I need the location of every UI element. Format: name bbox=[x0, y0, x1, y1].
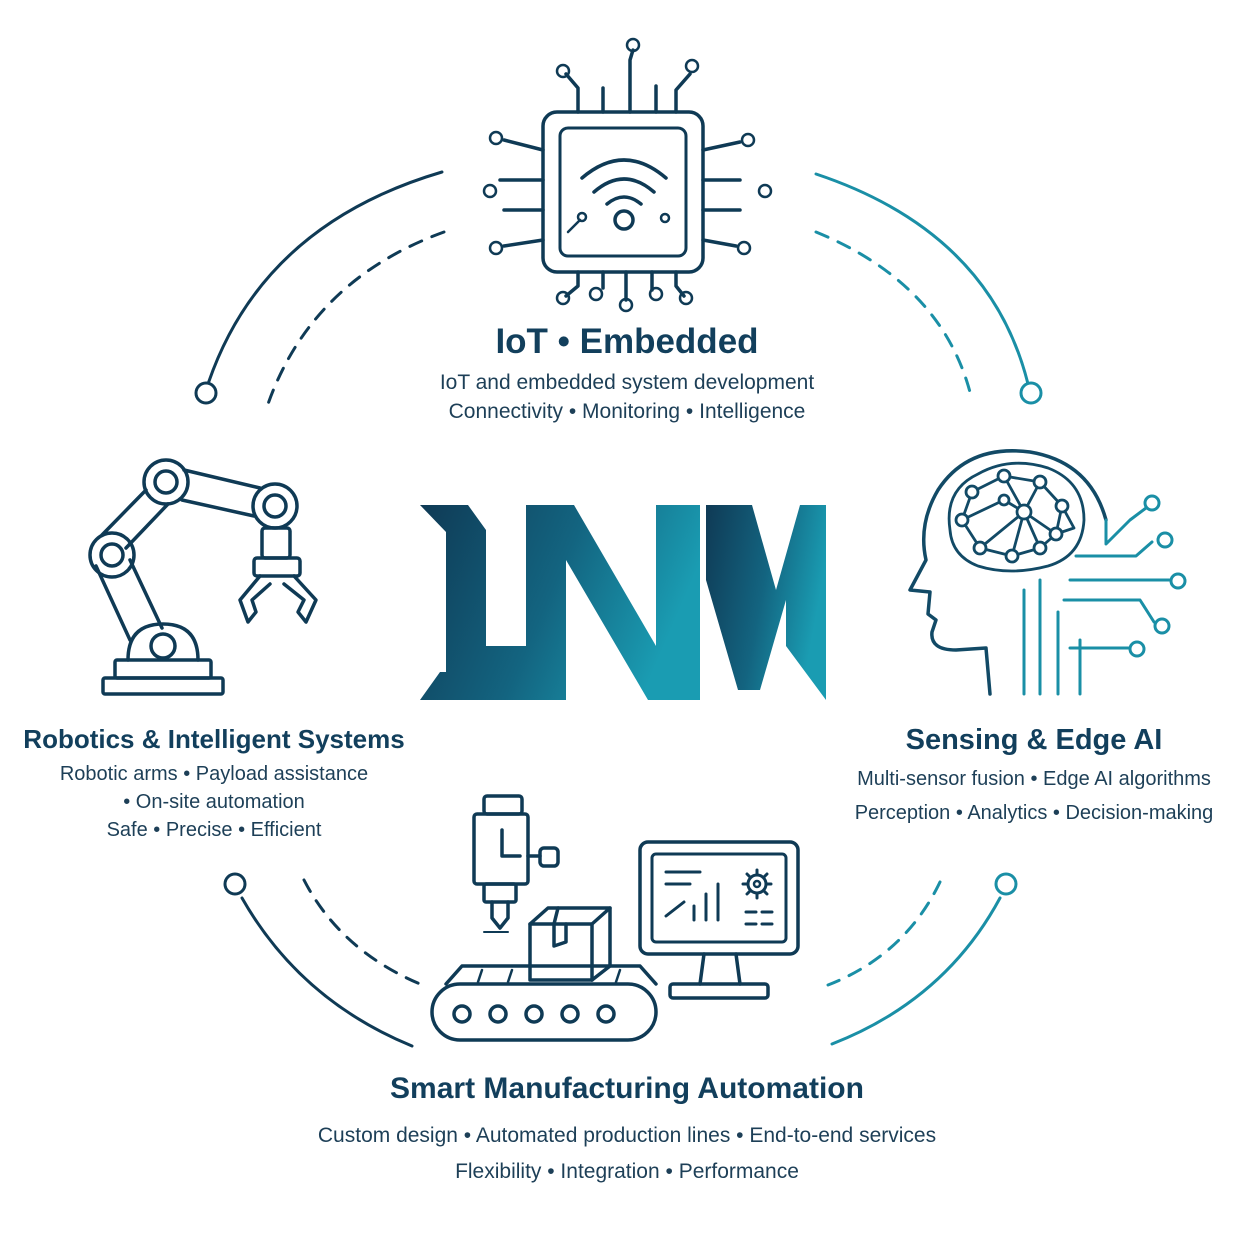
arc-top-right-dashed bbox=[814, 230, 974, 402]
iot-line-2: Connectivity • Monitoring • Intelligence bbox=[448, 400, 806, 424]
robotics-block: Robotics & Intelligent Systems Robotic a… bbox=[14, 722, 414, 844]
manufacturing-title: Smart Manufacturing Automation bbox=[390, 1072, 864, 1105]
sensing-line-1: Multi-sensor fusion • Edge AI algorithms bbox=[857, 768, 1211, 790]
connector-arcs bbox=[194, 170, 1043, 1048]
robotics-line-1: Robotic arms • Payload assistance bbox=[59, 763, 369, 785]
arc-bottom-left bbox=[240, 896, 414, 1048]
chip-wifi-icon bbox=[482, 37, 773, 313]
iot-title: IoT • Embedded bbox=[495, 322, 759, 361]
robotics-line-2: • On-site automation bbox=[123, 791, 305, 813]
sensing-title: Sensing & Edge AI bbox=[905, 724, 1163, 756]
inm-logo bbox=[420, 505, 826, 700]
arc-node-bottom-left bbox=[223, 872, 247, 896]
arc-node-top-right bbox=[1019, 381, 1043, 405]
sensing-line-2: Perception • Analytics • Decision-making bbox=[854, 802, 1214, 824]
logo-letter-m bbox=[706, 505, 826, 700]
arc-node-bottom-right bbox=[994, 872, 1018, 896]
arc-bottom-left-dashed bbox=[302, 878, 422, 986]
manufacturing-line-2: Flexibility • Integration • Performance bbox=[455, 1160, 799, 1183]
robotics-line-3: Safe • Precise • Efficient bbox=[106, 819, 322, 841]
iot-block: IoT • Embedded IoT and embedded system d… bbox=[377, 322, 877, 427]
arc-bottom-right bbox=[830, 896, 1002, 1046]
robot-arm-icon bbox=[88, 458, 318, 696]
manufacturing-block: Smart Manufacturing Automation Custom de… bbox=[227, 1070, 1027, 1190]
logo-letter-i-n bbox=[420, 505, 700, 700]
arc-top-left bbox=[206, 170, 444, 386]
arc-top-right bbox=[814, 172, 1030, 386]
arc-top-left-dashed bbox=[266, 230, 446, 406]
sensing-block: Sensing & Edge AI Multi-sensor fusion • … bbox=[834, 722, 1234, 830]
arc-bottom-right-dashed bbox=[826, 880, 942, 987]
arc-node-top-left bbox=[194, 381, 218, 405]
factory-line-icon bbox=[430, 794, 800, 1042]
robotics-title: Robotics & Intelligent Systems bbox=[23, 724, 405, 754]
iot-line-1: IoT and embedded system development bbox=[439, 371, 815, 394]
manufacturing-line-1: Custom design • Automated production lin… bbox=[317, 1124, 937, 1147]
ai-head-icon bbox=[908, 449, 1187, 696]
